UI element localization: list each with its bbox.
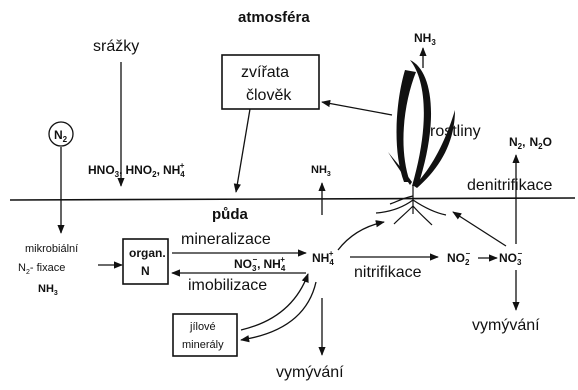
soil-nh3-label: NH3 xyxy=(311,164,331,178)
plant-icon xyxy=(376,60,455,225)
fixation-nh3: NH3 xyxy=(38,283,58,297)
n2-label: N2 xyxy=(54,128,68,144)
soil-surface-line xyxy=(10,198,575,200)
nitrate-leaching-label: vymývání xyxy=(472,317,540,334)
nitrate-label: NO3− xyxy=(499,249,522,267)
minerals-label: minerály xyxy=(182,339,224,351)
animals-label: zvířata xyxy=(241,64,289,81)
clay-label: jílové xyxy=(189,321,216,333)
denitrification-label: denitrifikace xyxy=(467,177,552,194)
nitrite-label: NO2− xyxy=(447,249,470,267)
fixation-label: N2- fixace xyxy=(18,262,65,276)
plants-to-animals-arrow xyxy=(322,102,392,115)
denitrification-products: N2,N2O xyxy=(509,135,552,151)
organic-label: organ. xyxy=(129,246,166,260)
precipitation-compounds: HNO3,HNO2,NH4+ xyxy=(88,161,185,179)
ammonium-uptake-arrow xyxy=(338,222,384,250)
atmosphere-label: atmosféra xyxy=(238,9,310,26)
plant-roots xyxy=(376,186,446,225)
immobilization-label: imobilizace xyxy=(188,277,267,294)
plant-nh3-label: NH3 xyxy=(414,31,436,47)
plants-label: rostliny xyxy=(430,123,481,140)
soil-label: půda xyxy=(212,206,248,223)
nitrification-label: nitrifikace xyxy=(354,264,422,281)
mineralization-label: mineralizace xyxy=(181,231,271,248)
animals-to-soil-arrow xyxy=(236,109,250,192)
microbial-label: mikrobiální xyxy=(25,243,78,255)
svg-text:HNO3,HNO2,NH4+: HNO3,HNO2,NH4+ xyxy=(88,161,185,179)
human-label: člověk xyxy=(246,87,292,104)
nitrate-uptake-arrow xyxy=(453,212,506,246)
precipitation-label: srážky xyxy=(93,38,139,55)
ammonium-label: NH4+ xyxy=(312,249,334,267)
immobilization-compounds: NO3−,NH4+ xyxy=(234,255,286,273)
ammonium-leaching-label: vymývání xyxy=(276,364,344,381)
organic-n-label: N xyxy=(141,264,150,278)
